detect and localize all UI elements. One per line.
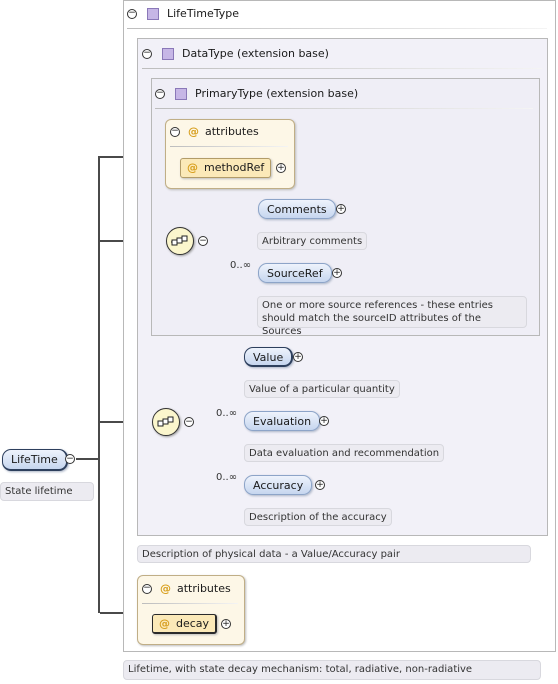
lifetime-element-label: LifeTime bbox=[11, 453, 58, 466]
primary-type-ruler bbox=[155, 108, 533, 109]
primary-type-title: PrimaryType (extension base) bbox=[195, 87, 359, 100]
attribute-at-icon: @ bbox=[188, 125, 199, 138]
lifetime-attributes-header: − @ attributes bbox=[142, 582, 231, 595]
lifetime-type-doc-text: Lifetime, with state decay mechanism: to… bbox=[128, 664, 473, 675]
lifetime-type-collapse-icon[interactable]: − bbox=[127, 8, 137, 19]
data-sequence-collapse-icon[interactable]: − bbox=[184, 416, 194, 427]
value-element[interactable]: Value bbox=[244, 347, 294, 367]
trunk-vertical bbox=[98, 157, 100, 613]
comments-label: Comments bbox=[267, 203, 327, 216]
lifetime-attributes-ruler bbox=[142, 603, 238, 604]
data-type-title: DataType (extension base) bbox=[182, 47, 329, 60]
attribute-at-icon: @ bbox=[160, 582, 171, 595]
data-type-header: − DataType (extension base) bbox=[142, 47, 329, 60]
primary-sequence-compositor[interactable] bbox=[166, 227, 194, 255]
lifetime-type-ruler bbox=[127, 28, 547, 29]
evaluation-expand-icon[interactable]: + bbox=[319, 415, 329, 426]
primary-attributes-label: attributes bbox=[205, 125, 259, 138]
complex-type-icon bbox=[147, 7, 159, 20]
primary-attributes-header: − @ attributes bbox=[170, 125, 259, 138]
value-doc-text: Value of a particular quantity bbox=[249, 384, 395, 395]
accuracy-element[interactable]: Accuracy bbox=[244, 475, 313, 495]
lifetime-doc-text: State lifetime bbox=[5, 486, 73, 497]
data-type-ruler bbox=[142, 68, 542, 69]
evaluation-label: Evaluation bbox=[253, 415, 312, 428]
sourceref-cardinality: 0..∞ bbox=[230, 260, 252, 271]
lifetime-type-header: − LifeTimeType bbox=[127, 7, 239, 20]
complex-type-icon bbox=[162, 47, 174, 60]
primary-sequence-collapse-icon[interactable]: − bbox=[198, 235, 208, 246]
evaluation-element[interactable]: Evaluation bbox=[244, 411, 321, 431]
primary-type-header: − PrimaryType (extension base) bbox=[155, 87, 358, 100]
attribute-at-icon: @ bbox=[187, 161, 198, 174]
evaluation-doc-text: Data evaluation and recommendation bbox=[249, 448, 440, 459]
methodref-attribute[interactable]: @ methodRef bbox=[180, 158, 272, 178]
evaluation-cardinality: 0..∞ bbox=[216, 408, 238, 419]
decay-label: decay bbox=[176, 617, 210, 630]
value-label: Value bbox=[253, 351, 284, 364]
branch-decay-attrs bbox=[100, 612, 138, 614]
accuracy-label: Accuracy bbox=[253, 479, 304, 492]
methodref-label: methodRef bbox=[204, 161, 265, 174]
accuracy-expand-icon[interactable]: + bbox=[315, 479, 325, 490]
primary-type-collapse-icon[interactable]: − bbox=[155, 88, 165, 99]
sourceref-label: SourceRef bbox=[267, 267, 323, 280]
comments-element[interactable]: Comments bbox=[258, 199, 336, 219]
data-sequence-compositor[interactable] bbox=[152, 408, 180, 436]
lifetime-doc: State lifetime bbox=[0, 482, 94, 501]
data-type-collapse-icon[interactable]: − bbox=[142, 48, 152, 59]
value-expand-icon[interactable]: + bbox=[293, 351, 303, 362]
comments-doc: Arbitrary comments bbox=[257, 232, 368, 250]
sourceref-element[interactable]: SourceRef bbox=[258, 263, 332, 283]
sourceref-doc: One or more source references - these en… bbox=[257, 296, 527, 337]
sourceref-expand-icon[interactable]: + bbox=[332, 267, 342, 278]
lifetime-attributes-collapse-icon[interactable]: − bbox=[142, 583, 152, 594]
sequence-icon bbox=[171, 235, 188, 246]
primary-attributes-ruler bbox=[170, 146, 288, 147]
lifetime-collapse-icon[interactable]: − bbox=[65, 453, 75, 464]
decay-attribute[interactable]: @ decay bbox=[152, 614, 218, 634]
methodref-expand-icon[interactable]: + bbox=[276, 162, 286, 173]
decay-expand-icon[interactable]: + bbox=[221, 618, 231, 629]
sequence-icon bbox=[157, 416, 174, 427]
data-type-doc-text: Description of physical data - a Value/A… bbox=[142, 549, 400, 560]
primary-attributes-collapse-icon[interactable]: − bbox=[170, 126, 180, 137]
data-type-doc: Description of physical data - a Value/A… bbox=[137, 545, 531, 563]
evaluation-doc: Data evaluation and recommendation bbox=[244, 444, 445, 462]
root-connector bbox=[76, 458, 100, 460]
lifetime-attributes-label: attributes bbox=[177, 582, 231, 595]
accuracy-doc-text: Description of the accuracy bbox=[249, 512, 387, 523]
value-doc: Value of a particular quantity bbox=[244, 380, 400, 398]
complex-type-icon bbox=[175, 87, 187, 100]
accuracy-doc: Description of the accuracy bbox=[244, 508, 392, 526]
comments-doc-text: Arbitrary comments bbox=[262, 236, 363, 247]
lifetime-element[interactable]: LifeTime bbox=[2, 449, 68, 471]
lifetime-type-title: LifeTimeType bbox=[167, 7, 240, 20]
lifetime-type-doc: Lifetime, with state decay mechanism: to… bbox=[123, 660, 541, 680]
accuracy-cardinality: 0..∞ bbox=[216, 472, 238, 483]
comments-expand-icon[interactable]: + bbox=[336, 203, 346, 214]
attribute-at-icon: @ bbox=[159, 617, 170, 630]
sourceref-doc-text: One or more source references - these en… bbox=[262, 300, 493, 337]
